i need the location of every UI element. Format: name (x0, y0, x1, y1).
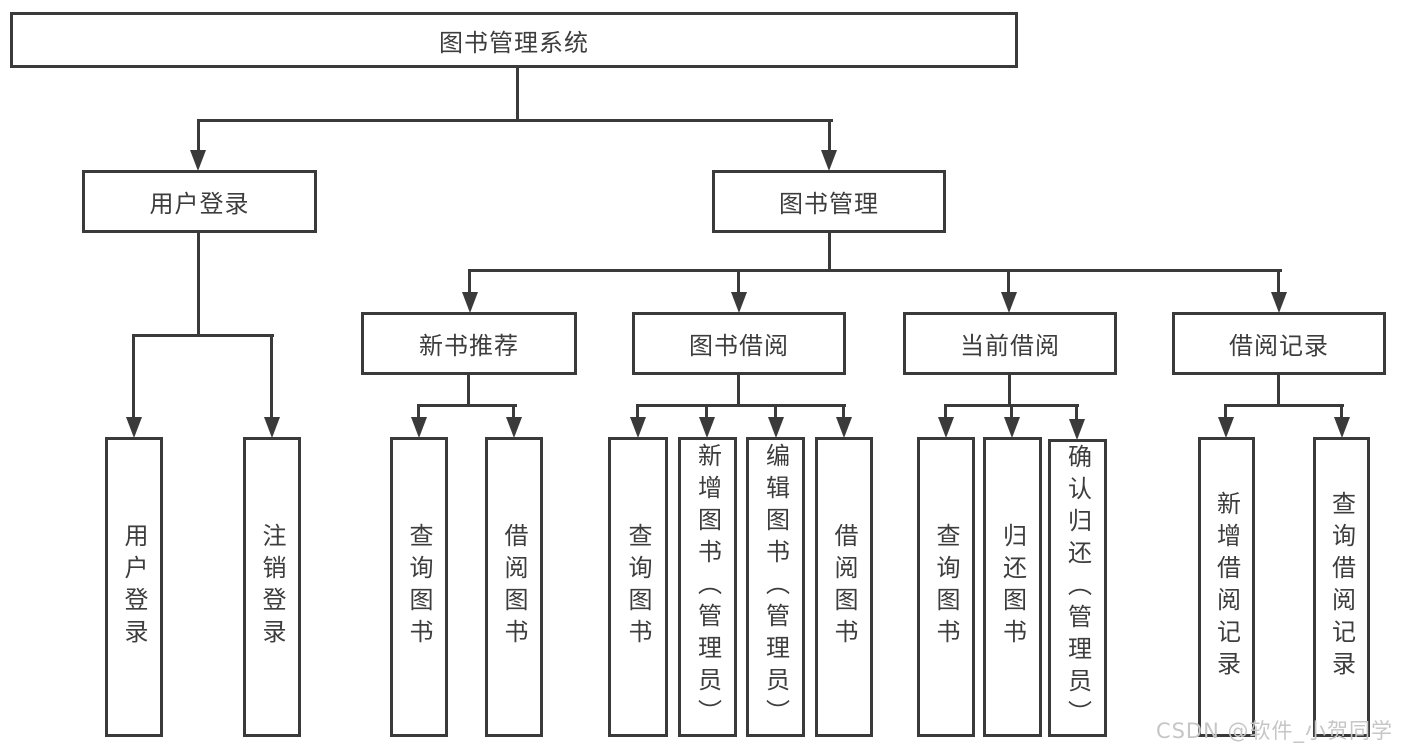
leaf-query-books-3-label: 查询图书 (932, 523, 960, 651)
node-current-borrowing-label: 当前借阅 (960, 332, 1060, 360)
node-new-book-recommend: 新书推荐 (361, 312, 577, 375)
connector-leaf-drop (944, 404, 947, 420)
leaf-return-books: 归还图书 (983, 437, 1042, 737)
leaf-logout-label: 注销登录 (258, 523, 286, 651)
connector-leaf-drop (512, 404, 515, 420)
connector-leaf-login-drop (132, 334, 135, 420)
node-current-borrowing: 当前借阅 (903, 312, 1117, 375)
csdn-watermark: CSDN @软件_小贺同学 (1155, 719, 1393, 743)
leaf-edit-book-admin-label: 编辑图书（管理员） (761, 443, 790, 731)
connector-leaf-drop (705, 404, 708, 420)
connector-book-management-stem (828, 233, 831, 272)
node-user-login: 用户登录 (82, 170, 317, 233)
connector-new-book-crossbar (418, 404, 517, 407)
connector-book-borrowing-stem (737, 375, 740, 407)
leaf-borrow-books-1-label: 借阅图书 (500, 523, 528, 651)
connector-leaf-drop (842, 404, 845, 420)
leaf-query-books-1-label: 查询图书 (405, 523, 433, 651)
connector-book-management-drop (828, 119, 831, 155)
leaf-logout: 注销登录 (243, 437, 301, 737)
arrow-to-book-borrowing (731, 292, 747, 313)
connector-book-borrowing-drop (737, 269, 740, 297)
connector-borrowing-records-crossbar (1225, 404, 1344, 407)
node-root: 图书管理系统 (10, 12, 1018, 68)
connector-new-book-drop (468, 269, 471, 297)
arrow-to-new-book-recommend (462, 292, 478, 313)
connector-new-book-stem (467, 375, 470, 407)
node-borrowing-records: 借阅记录 (1172, 312, 1386, 375)
leaf-borrow-books-2: 借阅图书 (815, 437, 873, 737)
connector-leaf-drop (417, 404, 420, 420)
node-borrowing-records-label: 借阅记录 (1229, 332, 1329, 360)
arrow-to-leaf-confirm-return (1069, 419, 1085, 440)
leaf-query-borrow-record-label: 查询借阅记录 (1327, 491, 1356, 683)
arrow-to-leaf-borrow-books-2 (836, 417, 852, 438)
connector-root-crossbar (197, 119, 833, 122)
leaf-add-borrow-record-label: 新增借阅记录 (1212, 491, 1241, 683)
connector-leaf-drop (1010, 404, 1013, 420)
connector-borrowing-records-stem (1277, 375, 1280, 407)
node-book-management: 图书管理 (712, 170, 946, 233)
arrow-to-user-login (190, 150, 206, 171)
arrow-to-leaf-borrow-books-1 (506, 417, 522, 438)
node-new-book-recommend-label: 新书推荐 (419, 332, 519, 360)
connector-book-borrowing-crossbar (637, 404, 846, 407)
connector-root-stem (516, 68, 519, 122)
leaf-user-login-label: 用户登录 (120, 523, 148, 651)
connector-user-login-drop (197, 119, 200, 155)
leaf-add-borrow-record: 新增借阅记录 (1198, 437, 1255, 737)
leaf-borrow-books-1: 借阅图书 (485, 437, 543, 737)
connector-leaf-logout-drop (270, 334, 273, 420)
connector-leaf-drop (636, 404, 639, 420)
leaf-edit-book-admin: 编辑图书（管理员） (746, 437, 805, 737)
leaf-confirm-return-admin: 确认归还（管理员） (1048, 439, 1107, 737)
leaf-borrow-books-2-label: 借阅图书 (830, 523, 858, 651)
connector-level3-crossbar (469, 269, 1282, 272)
leaf-return-books-label: 归还图书 (998, 523, 1027, 651)
leaf-add-book-admin-label: 新增图书（管理员） (693, 443, 722, 731)
arrow-to-leaf-query-books-2 (630, 417, 646, 438)
arrow-to-leaf-edit-book (768, 417, 784, 438)
arrow-to-leaf-logout (264, 417, 280, 438)
connector-leaf-drop (1224, 404, 1227, 420)
leaf-query-borrow-record: 查询借阅记录 (1313, 437, 1370, 737)
connector-leaf-drop (1340, 404, 1343, 420)
connector-leaf-drop (1075, 404, 1078, 422)
arrow-to-leaf-query-books-1 (411, 417, 427, 438)
leaf-query-books-2: 查询图书 (608, 437, 668, 737)
connector-borrowing-records-drop (1277, 269, 1280, 297)
arrow-to-book-management (821, 150, 837, 171)
arrow-to-leaf-return-books (1004, 417, 1020, 438)
connector-current-borrowing-drop (1007, 269, 1010, 297)
node-book-borrowing: 图书借阅 (632, 312, 846, 375)
node-root-label: 图书管理系统 (439, 28, 589, 57)
arrow-to-leaf-login (126, 417, 142, 438)
arrow-to-leaf-add-borrow-record (1218, 417, 1234, 438)
arrow-to-leaf-add-book (699, 417, 715, 438)
arrow-to-borrowing-records (1271, 292, 1287, 313)
node-book-borrowing-label: 图书借阅 (689, 332, 789, 360)
leaf-user-login: 用户登录 (105, 437, 163, 737)
connector-user-login-stem (197, 233, 200, 337)
connector-leaf-drop (774, 404, 777, 420)
connector-current-borrowing-stem (1008, 375, 1011, 407)
arrow-to-leaf-query-borrow-record (1334, 417, 1350, 438)
leaf-query-books-3: 查询图书 (917, 437, 975, 737)
leaf-query-books-2-label: 查询图书 (624, 523, 652, 651)
leaf-add-book-admin: 新增图书（管理员） (678, 437, 737, 737)
node-book-management-label: 图书管理 (779, 190, 879, 218)
arrow-to-leaf-query-books-3 (938, 417, 954, 438)
leaf-confirm-return-admin-label: 确认归还（管理员） (1063, 444, 1092, 732)
leaf-query-books-1: 查询图书 (390, 437, 448, 737)
node-user-login-label: 用户登录 (149, 190, 250, 218)
arrow-to-current-borrowing (1001, 292, 1017, 313)
connector-user-login-crossbar (133, 334, 274, 337)
